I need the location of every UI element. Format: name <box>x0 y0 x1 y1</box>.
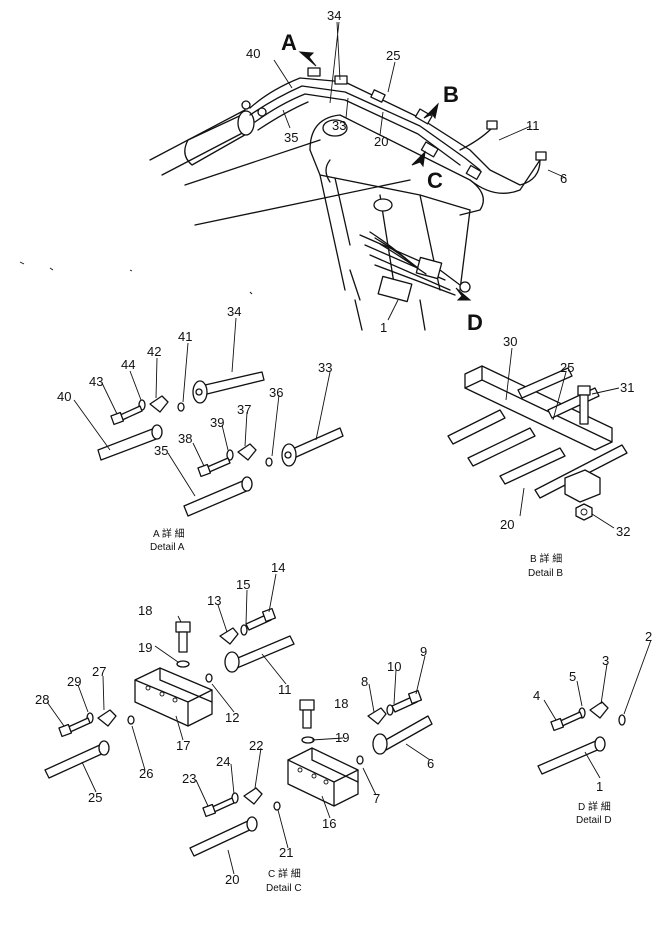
detail-c-part-number-11: 11 <box>278 682 292 697</box>
detail-c-part-number-23: 23 <box>182 771 196 786</box>
detail-a-part-number-39: 39 <box>210 415 224 430</box>
detail-c: 14 15 13 18 19 11 27 29 28 12 17 26 25 1… <box>35 560 434 894</box>
main-part-number-1: 1 <box>380 320 387 335</box>
view-arrow-c <box>411 150 426 168</box>
detail-c-part-number-20: 20 <box>225 872 239 887</box>
detail-c-part-number-10: 10 <box>387 659 401 674</box>
detail-c-part-number-29: 29 <box>67 674 81 689</box>
detail-d-part-number-5: 5 <box>569 669 576 684</box>
detail-c-part-number-17: 17 <box>176 738 190 753</box>
view-arrow-a <box>298 51 317 67</box>
view-letter-c: C <box>427 168 443 193</box>
detail-a-part-number-37: 37 <box>237 402 251 417</box>
detail-c-part-number-15: 15 <box>236 577 250 592</box>
detail-c-part-number-18-upper: 18 <box>138 603 152 618</box>
detail-d-part-number-1: 1 <box>596 779 603 794</box>
main-part-number-40: 40 <box>246 46 260 61</box>
view-letter-b: B <box>443 82 459 107</box>
detail-d-part-number-2: 2 <box>645 629 652 644</box>
detail-c-part-number-27: 27 <box>92 664 106 679</box>
detail-b-part-number-32: 32 <box>616 524 630 539</box>
detail-c-part-number-14: 14 <box>271 560 285 575</box>
detail-c-part-number-26: 26 <box>139 766 153 781</box>
detail-c-part-number-6: 6 <box>427 756 434 771</box>
detail-a-caption-jp: A 詳 細 <box>153 527 185 540</box>
detail-d-part-number-3: 3 <box>602 653 609 668</box>
view-arrow-b <box>423 102 439 120</box>
detail-c-part-number-8: 8 <box>361 674 368 689</box>
main-part-number-11: 11 <box>526 118 540 133</box>
detail-b-part-number-25: 25 <box>560 360 574 375</box>
detail-b: 30 25 31 20 32 B 詳 細 Detail B <box>447 334 634 579</box>
detail-a-part-number-42: 42 <box>147 344 161 359</box>
detail-a-part-number-34: 34 <box>227 304 241 319</box>
main-part-number-34: 34 <box>327 8 341 23</box>
main-part-number-6: 6 <box>560 171 567 186</box>
detail-a-part-number-43: 43 <box>89 374 103 389</box>
detail-b-part-number-31: 31 <box>620 380 634 395</box>
detail-c-part-number-7: 7 <box>373 791 380 806</box>
detail-d-caption-jp: D 詳 細 <box>578 800 611 813</box>
main-part-number-33: 33 <box>332 118 346 133</box>
detail-c-part-number-13: 13 <box>207 593 221 608</box>
main-part-number-35: 35 <box>284 130 298 145</box>
detail-c-part-number-19-upper: 19 <box>138 640 152 655</box>
detail-a-part-number-36: 36 <box>269 385 283 400</box>
view-letter-d: D <box>467 310 483 335</box>
main-part-number-20: 20 <box>374 134 388 149</box>
detail-d-part-number-4: 4 <box>533 688 540 703</box>
detail-c-part-number-18-lower: 18 <box>334 696 348 711</box>
detail-c-part-number-9: 9 <box>420 644 427 659</box>
detail-c-part-number-25: 25 <box>88 790 102 805</box>
detail-c-part-number-12: 12 <box>225 710 239 725</box>
detail-b-caption-jp: B 詳 細 <box>530 552 562 565</box>
detail-a-part-number-33: 33 <box>318 360 332 375</box>
detail-c-part-number-28: 28 <box>35 692 49 707</box>
detail-d: 2 3 5 4 1 D 詳 細 Detail D <box>533 629 652 826</box>
detail-a-part-number-38: 38 <box>178 431 192 446</box>
detail-a-part-number-44: 44 <box>121 357 135 372</box>
detail-b-caption-en: Detail B <box>528 568 563 579</box>
detail-a: 34 41 42 44 43 40 33 36 37 39 38 35 A 詳 … <box>57 304 344 553</box>
view-arrow-d <box>455 287 472 301</box>
main-assembly-view: A B C D 34 40 25 35 33 20 11 6 1 <box>19 8 567 335</box>
detail-a-part-number-40: 40 <box>57 389 71 404</box>
detail-c-part-number-19-lower: 19 <box>335 730 349 745</box>
detail-a-caption-en: Detail A <box>150 542 185 553</box>
detail-c-caption-en: Detail C <box>266 883 302 894</box>
detail-c-part-number-24: 24 <box>216 754 230 769</box>
detail-a-part-number-41: 41 <box>178 329 192 344</box>
detail-b-part-number-20: 20 <box>500 517 514 532</box>
detail-c-part-number-22: 22 <box>249 738 263 753</box>
detail-c-part-number-16: 16 <box>322 816 336 831</box>
detail-b-part-number-30: 30 <box>503 334 517 349</box>
main-part-number-25: 25 <box>386 48 400 63</box>
view-letter-a: A <box>281 30 297 55</box>
detail-a-part-number-35: 35 <box>154 443 168 458</box>
detail-d-caption-en: Detail D <box>576 815 612 826</box>
detail-c-caption-jp: C 詳 細 <box>268 867 301 880</box>
detail-c-part-number-21: 21 <box>279 845 293 860</box>
